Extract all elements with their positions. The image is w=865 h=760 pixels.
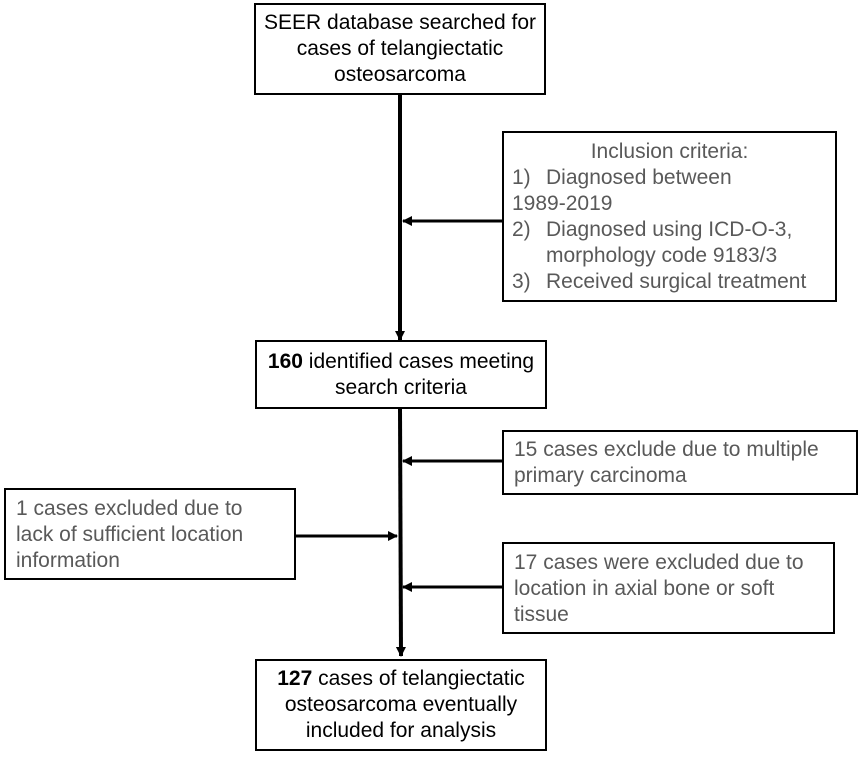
inclusion-criteria-title: Inclusion criteria: [590,140,749,163]
excl-axial-line-2: location in axial bone or soft [514,577,775,600]
criteria-text-1: Diagnosed between [546,166,732,189]
criteria-text-2: Diagnosed using ICD-O-3, [546,218,793,241]
criteria-item-2-cont: morphology code 9183/3 [546,244,778,267]
identified-count: 160 [267,349,303,373]
final-count: 127 [277,667,313,690]
excl-location-info-line-2: lack of sufficient location [16,523,244,546]
criteria-num-3: 3) [512,270,531,293]
criteria-item-2: 2) Diagnosed using ICD-O-3, [504,217,835,243]
main-arrow-identified-to-final [395,408,406,657]
criteria-item-1-cont: 1989-2019 [512,192,613,215]
criteria-item-1: 1) Diagnosed between [504,165,835,191]
criteria-num-2: 2) [512,218,531,241]
final-cases-box: 127 cases of telangiectatic osteosarcoma… [255,659,547,751]
excl-location-info-line-3: information [16,549,120,572]
final-line-3: included for analysis [305,719,497,742]
criteria-text-3: Received surgical treatment [546,270,807,293]
final-line-2: osteosarcoma eventually [284,693,518,716]
identified-line-1-rest: identified cases meeting [302,349,535,373]
excl-multiple-line-1: 15 cases exclude due to multiple [514,438,819,461]
identified-cases-box: 160 identified cases meeting search crit… [255,340,547,409]
excl-location-info-line-1: 1 cases excluded due to [16,497,243,520]
start-line-1: SEER database searched for [264,11,536,34]
start-line-2: cases of telangiectatic [296,37,504,60]
final-line-1: 127 cases of telangiectatic [277,666,525,692]
excl-multiple-line-2: primary carcinoma [514,464,687,487]
exclusion-multiple-box: 15 cases exclude due to multiple primary… [502,430,858,495]
excl-axial-line-3: tissue [514,603,569,626]
excl-axial-line-1: 17 cases were excluded due to [514,551,804,574]
exclusion-axial-box: 17 cases were excluded due to location i… [502,542,835,634]
inclusion-criteria-box: Inclusion criteria: 1)Diagnosed between … [502,131,837,302]
criteria-num-1: 1) [512,166,531,189]
identified-line-1: 160 identified cases meeting [268,349,534,375]
criteria-item-3: 3) Received surgical treatment [504,269,835,295]
exclusion-location-info-box: 1 cases excluded due to lack of sufficie… [4,488,296,580]
final-line-1-rest: cases of telangiectatic [312,667,525,690]
identified-line-2: search criteria [335,375,467,399]
start-box: SEER database searched for cases of tela… [254,3,546,95]
start-line-3: osteosarcoma [334,63,466,86]
